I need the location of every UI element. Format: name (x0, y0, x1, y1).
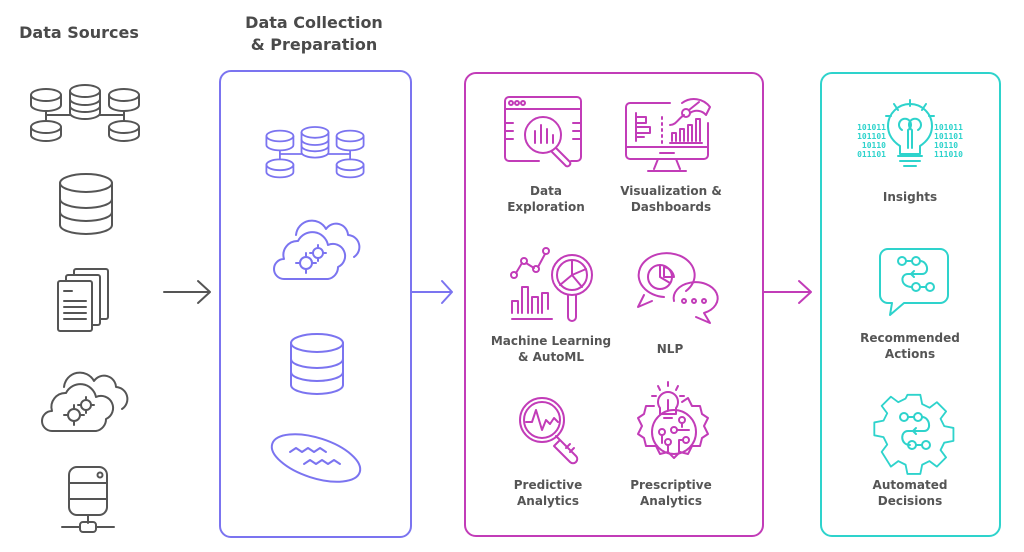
data-collection-heading: Data Collection & Preparation (219, 12, 409, 56)
data-lake-icon (270, 433, 362, 483)
binary-left-1: 101101 (857, 132, 886, 141)
cloud-gears-icon (41, 371, 129, 432)
gear-workflow-icon (873, 393, 955, 475)
data-sources-heading: Data Sources (19, 23, 139, 42)
analytics-label-prescriptive: Prescriptive Analytics (630, 478, 712, 508)
gear-lightbulb-circuit-icon (637, 381, 709, 459)
distributed-database-icon (30, 84, 140, 142)
arrow-right-icon (411, 280, 453, 304)
chat-workflow-icon (879, 248, 949, 316)
arrow-right-icon (163, 280, 211, 304)
analytics-label-visualization: Visualization & Dashboards (620, 184, 722, 214)
analytics-panel (464, 72, 764, 537)
binary-right-3: 111010 (934, 150, 963, 159)
browser-magnifier-chart-icon (504, 96, 582, 168)
ml-chart-magnifier-icon (510, 247, 593, 322)
cloud-gears-icon (273, 219, 361, 280)
binary-left-3: 011101 (857, 150, 886, 159)
documents-icon (57, 268, 109, 332)
distributed-database-icon (265, 126, 365, 179)
magnifier-waveform-icon (519, 397, 579, 465)
monitor-dashboard-icon (625, 98, 711, 172)
chat-bubbles-pie-icon (637, 252, 719, 324)
binary-left-0: 101011 (857, 123, 886, 132)
binary-right-2: 10110 (934, 141, 958, 150)
outcome-label-recommended-actions: Recommended Actions (860, 331, 960, 361)
database-icon (59, 173, 113, 235)
outcomes-panel (820, 72, 1001, 537)
analytics-label-data-exploration: Data Exploration (507, 184, 585, 214)
binary-left-2: 10110 (862, 141, 886, 150)
arrow-right-icon (762, 280, 812, 304)
binary-right-0: 101011 (934, 123, 963, 132)
lightbulb-binary-icon: 101011 101101 10110 011101 101011 101101… (857, 99, 963, 167)
analytics-label-nlp: NLP (656, 342, 684, 356)
database-icon (290, 333, 344, 395)
analytics-label-predictive: Predictive Analytics (513, 478, 583, 508)
outcome-label-automated-decisions: Automated Decisions (872, 478, 948, 508)
heading-line-1: Data Collection (245, 13, 383, 32)
analytics-label-machine-learning: Machine Learning & AutoML (490, 334, 612, 364)
binary-right-1: 101101 (934, 132, 963, 141)
data-collection-panel (219, 70, 412, 538)
heading-line-2: & Preparation (250, 35, 378, 54)
server-network-icon (61, 466, 115, 533)
outcome-label-insights: Insights (882, 190, 938, 204)
